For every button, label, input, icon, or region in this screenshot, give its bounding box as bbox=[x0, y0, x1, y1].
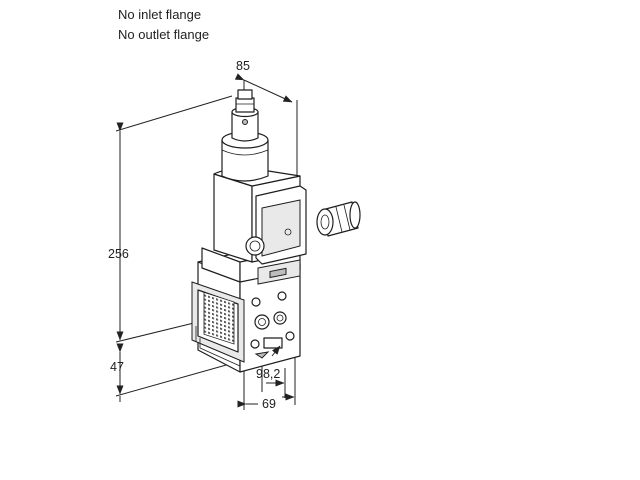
dim-label-69: 69 bbox=[262, 397, 276, 411]
dim-label-47: 47 bbox=[110, 360, 124, 374]
valve-body bbox=[191, 89, 307, 373]
dim-label-256: 256 bbox=[108, 247, 129, 261]
cable-gland bbox=[316, 201, 361, 237]
note-no-inlet-flange: No inlet flange bbox=[118, 7, 202, 22]
dim-label-98-2: 98,2 bbox=[256, 367, 280, 381]
dim-label-85: 85 bbox=[236, 59, 250, 73]
note-no-outlet-flange: No outlet flange bbox=[118, 27, 210, 42]
